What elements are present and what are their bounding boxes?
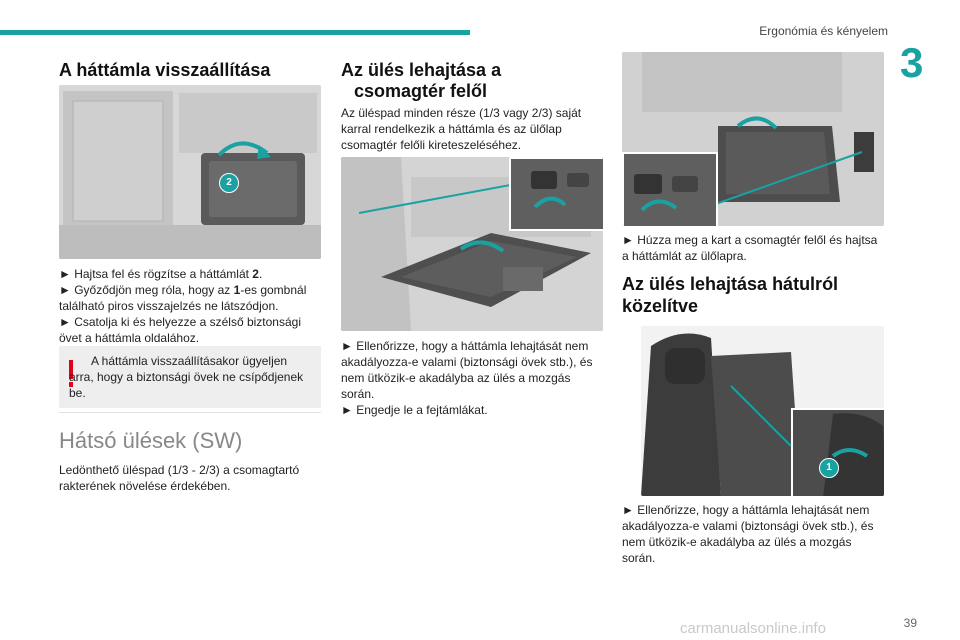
heading-fold-from-boot-line1: Az ülés lehajtása a xyxy=(341,60,502,80)
figure-fold-from-boot xyxy=(341,157,603,331)
rear-seats-description: Ledönthető üléspad (1/3 - 2/3) a csomagt… xyxy=(59,463,300,493)
heading-backrest-reset: A háttámla visszaállítása xyxy=(59,60,271,80)
release-button-illustration xyxy=(793,410,884,496)
seat-illustration xyxy=(59,85,321,259)
page-number: 39 xyxy=(903,616,917,630)
heading-fold-from-rear-line2: közelítve xyxy=(622,296,699,316)
header-title: Ergonómia és kényelem xyxy=(759,24,888,38)
figure-badge-2: 2 xyxy=(219,173,239,193)
figure-badge-1: 1 xyxy=(819,458,839,478)
watermark-text: carmanualsonline.info xyxy=(680,620,826,637)
figure-pull-lever xyxy=(622,52,884,226)
inset-pull-lever-detail xyxy=(622,152,718,226)
pull-lever-detail-illustration xyxy=(624,154,716,226)
header-accent-bar xyxy=(0,30,470,35)
boot-illustration xyxy=(341,157,603,331)
heading-fold-from-rear-line1: Az ülés lehajtása hátulról xyxy=(622,274,839,294)
section-divider xyxy=(59,412,321,413)
warning-text: A háttámla visszaállításakor ügyeljen ar… xyxy=(69,354,304,400)
fold-from-boot-step-1: ► Ellenőrizze, hogy a háttámla lehajtásá… xyxy=(341,339,593,401)
heading-fold-from-boot-line2: csomagtér felől xyxy=(354,81,488,101)
step-item: ► Csatolja ki és helyezze a szélső bizto… xyxy=(59,315,301,345)
heading-rear-seats: Hátsó ülések (SW) xyxy=(59,428,243,453)
warning-exclamation-icon xyxy=(69,360,73,387)
figure-fold-from-rear: 1 xyxy=(641,326,884,496)
inset-release-button-detail: 1 xyxy=(791,408,884,496)
chapter-number: 3 xyxy=(900,39,924,86)
fold-from-boot-step-2: ► Engedje le a fejtámlákat. xyxy=(341,403,488,417)
step-item: ► Hajtsa fel és rögzítse a háttámlát 2. xyxy=(59,267,263,281)
fold-from-rear-step: ► Ellenőrizze, hogy a háttámla lehajtásá… xyxy=(622,503,874,565)
pull-lever-step: ► Húzza meg a kart a csomagtér felől és … xyxy=(622,233,878,263)
lever-detail-illustration xyxy=(511,159,603,229)
step-list-reset: ► Hajtsa fel és rögzítse a háttámlát 2. … xyxy=(59,266,321,346)
warning-box: A háttámla visszaállításakor ügyeljen ar… xyxy=(59,346,321,408)
step-item: ► Győződjön meg róla, hogy az 1-es gombn… xyxy=(59,283,307,313)
fold-from-boot-intro: Az üléspad minden része (1/3 vagy 2/3) s… xyxy=(341,106,582,152)
inset-lever-detail xyxy=(509,157,603,231)
figure-backrest-reset: 2 xyxy=(59,85,321,259)
